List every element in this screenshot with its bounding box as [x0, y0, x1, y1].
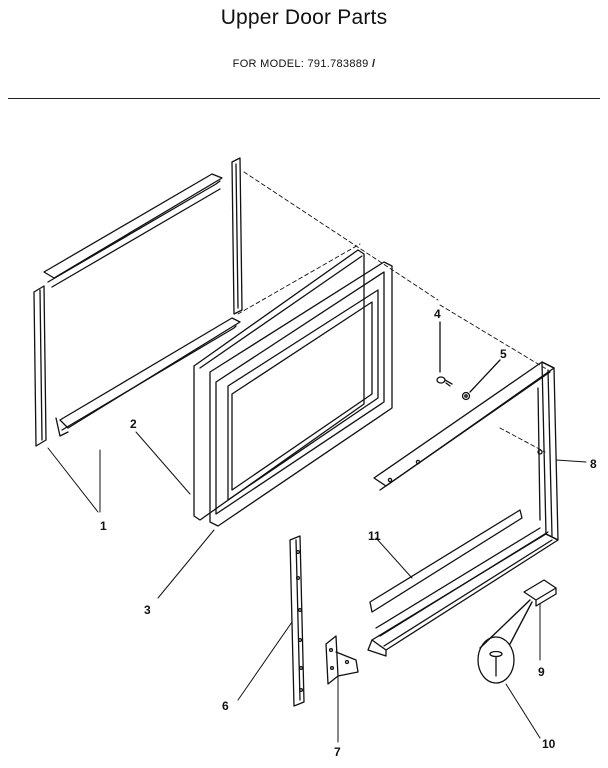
- callout-9: 9: [538, 665, 545, 679]
- model-prefix: FOR MODEL:: [232, 58, 305, 70]
- callout-10: 10: [542, 737, 556, 751]
- callout-8: 8: [590, 457, 597, 471]
- callout-5: 5: [500, 347, 507, 361]
- callout-2: 2: [130, 417, 137, 431]
- callout-4: 4: [434, 307, 441, 321]
- model-mark: /: [371, 58, 376, 70]
- part-2-glass-panel: [135, 249, 365, 521]
- part-1-side-channels: [33, 157, 243, 513]
- part-9-clip: [523, 579, 557, 661]
- part-7-bracket: [325, 635, 359, 743]
- model-line: FOR MODEL: 791.783889 /: [0, 58, 608, 70]
- callout-1: 1: [100, 519, 107, 533]
- model-number: 791.783889: [307, 58, 369, 70]
- part-4-screw: [436, 321, 453, 387]
- callout-3: 3: [144, 603, 151, 617]
- callout-labels: 1 2 3 4 5 6 7 8 9 10 11: [100, 307, 597, 759]
- callout-7: 7: [334, 745, 341, 759]
- callout-11: 11: [368, 529, 381, 543]
- part-6-hinge-bar: [237, 535, 305, 707]
- part-3-door-frame: [157, 261, 393, 599]
- page-title: Upper Door Parts: [220, 6, 388, 29]
- part-10-screw-callout: [477, 599, 541, 739]
- part-8-outer-frame: [367, 361, 587, 657]
- part-5-nut: [461, 359, 501, 401]
- header-rule: [8, 98, 600, 99]
- part-11-bottom-strip: [369, 509, 523, 613]
- assembly-dashed-lines: [237, 171, 549, 453]
- callout-6: 6: [222, 699, 229, 713]
